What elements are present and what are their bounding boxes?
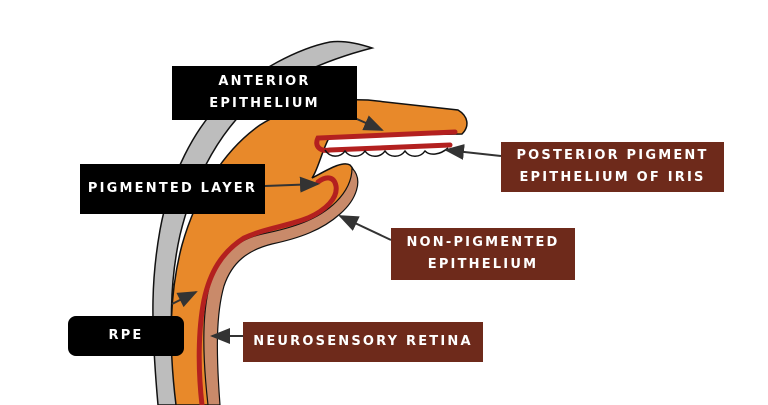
arrow-non-pigmented xyxy=(338,215,392,241)
label-neurosensory-retina-text: NEUROSENSORY RETINA xyxy=(253,334,473,349)
label-posterior-pigment-epithelium-text: POSTERIOR PIGMENT EPITHELIUM OF IRIS xyxy=(516,148,709,185)
label-rpe: RPE xyxy=(68,316,184,356)
label-pigmented-layer-text: PIGMENTED LAYER xyxy=(87,181,258,196)
arrow-posterior-pigment xyxy=(444,143,502,160)
arrow-pigmented-layer xyxy=(264,176,320,193)
label-rpe-text: RPE xyxy=(108,328,144,343)
label-non-pigmented-epithelium-text: NON-PIGMENTED EPITHELIUM xyxy=(406,235,560,272)
label-neurosensory-retina: NEUROSENSORY RETINA xyxy=(243,322,483,362)
label-posterior-pigment-epithelium: POSTERIOR PIGMENT EPITHELIUM OF IRIS xyxy=(501,142,724,192)
label-pigmented-layer: PIGMENTED LAYER xyxy=(80,164,265,214)
arrow-rpe xyxy=(171,291,198,308)
label-anterior-epithelium-text: ANTERIOR EPITHELIUM xyxy=(209,74,320,111)
label-non-pigmented-epithelium: NON-PIGMENTED EPITHELIUM xyxy=(391,228,575,280)
posterior-pigment-scallop xyxy=(324,147,449,157)
label-anterior-epithelium: ANTERIOR EPITHELIUM xyxy=(172,66,357,120)
pigment-layer-line xyxy=(196,129,458,405)
